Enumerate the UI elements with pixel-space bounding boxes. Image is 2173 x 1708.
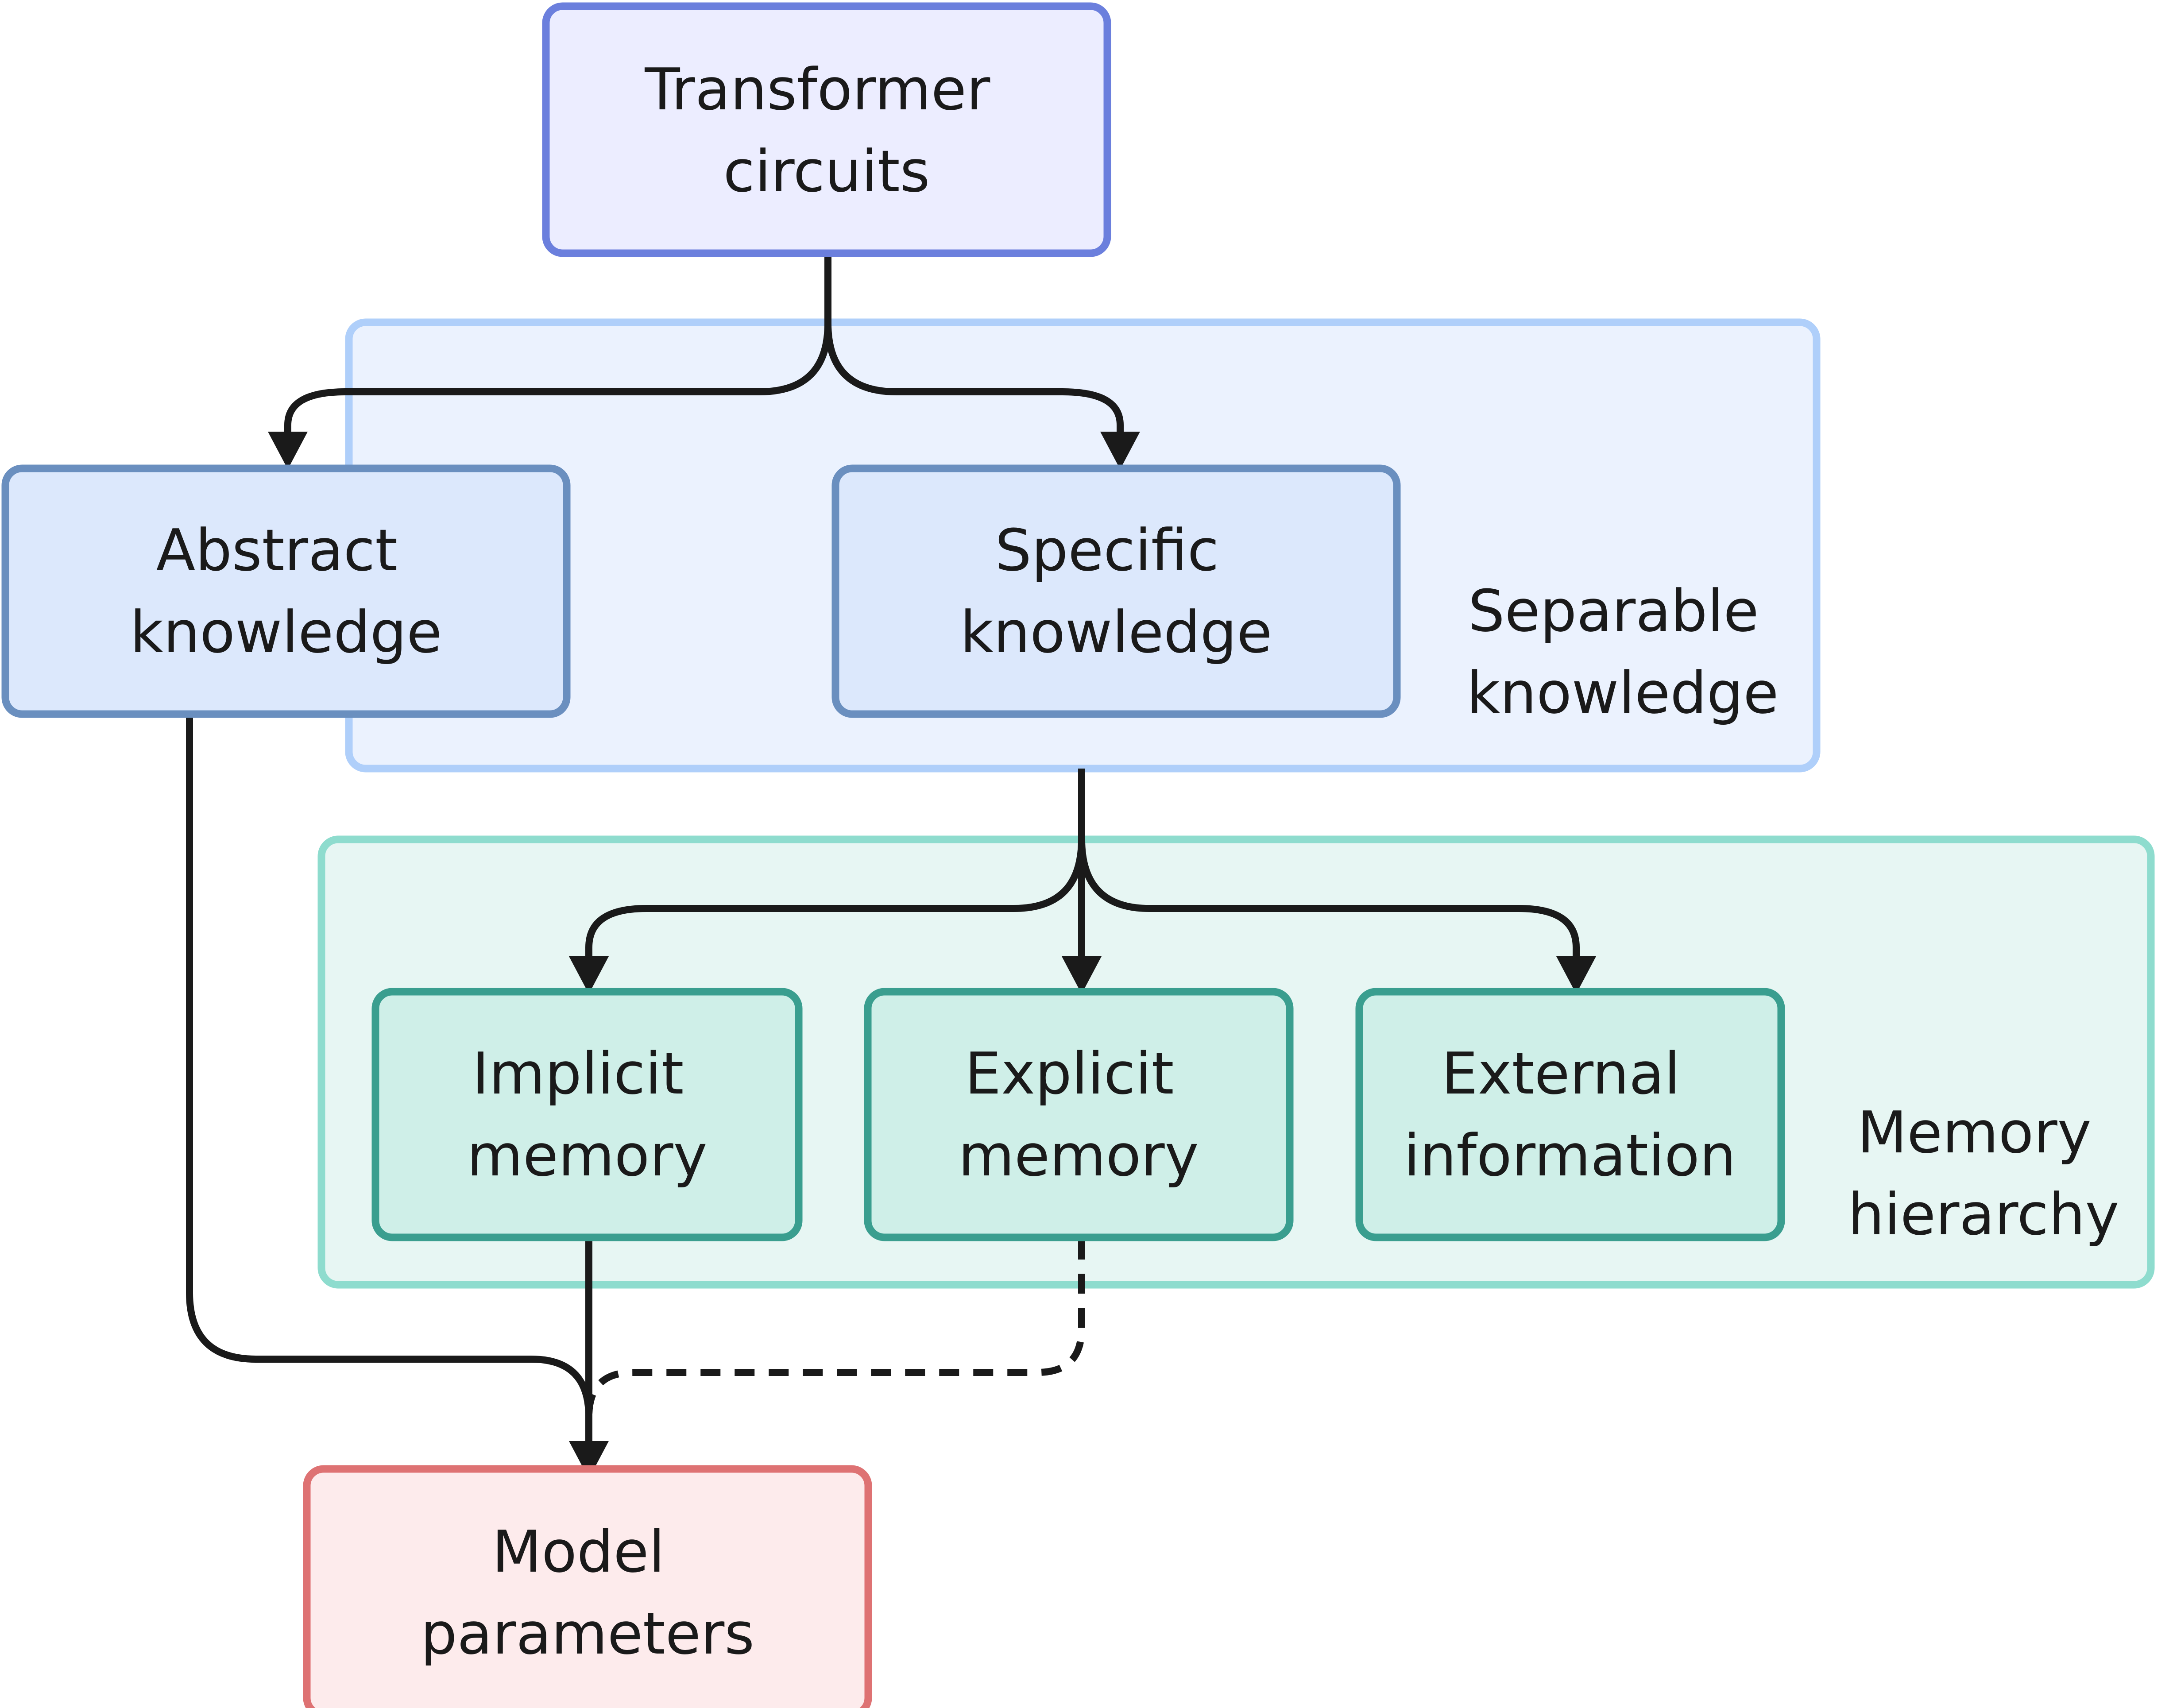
arrowhead-abstract — [268, 432, 308, 469]
implicit-memory-box — [371, 988, 803, 1241]
arrowhead-specific — [1100, 432, 1140, 469]
node-abstract-knowledge: Abstract knowledge — [1, 464, 571, 718]
node-external-information: External information — [1355, 988, 1785, 1241]
node-model-parameters: Model parameters — [303, 1465, 872, 1708]
arrowhead-external — [1556, 956, 1596, 994]
node-transformer-circuits: Transformer circuits — [542, 2, 1111, 257]
edges — [186, 253, 1596, 1479]
edge-abstract-to-parameters — [186, 714, 592, 1417]
explicit-memory-box — [864, 988, 1294, 1241]
arrowhead-parameters — [569, 1441, 609, 1479]
edge-transformer-to-specific — [824, 323, 1124, 436]
specific-knowledge-label: Specific knowledge — [960, 517, 1272, 666]
abstract-knowledge-label: Abstract knowledge — [130, 517, 442, 666]
separable-knowledge-label: Separable knowledge — [1467, 577, 1779, 726]
node-explicit-memory: Explicit memory — [864, 988, 1294, 1241]
node-specific-knowledge: Specific knowledge — [831, 464, 1401, 718]
arrowhead-implicit — [569, 956, 609, 994]
edge-separable-to-external — [1078, 839, 1580, 958]
specific-knowledge-box — [831, 464, 1401, 718]
memory-hierarchy-label: Memory hierarchy — [1848, 1099, 2119, 1248]
edge-explicit-to-parameters — [585, 1240, 1085, 1417]
edge-separable-to-implicit — [585, 769, 1085, 958]
model-parameters-label: Model parameters — [421, 1518, 754, 1667]
transformer-circuits-box — [542, 2, 1111, 257]
edge-transformer-to-abstract — [284, 253, 831, 436]
transformer-circuits-label: Transformer circuits — [644, 56, 1008, 205]
model-parameters-box — [303, 1465, 872, 1708]
arrowhead-explicit — [1062, 956, 1102, 994]
external-information-label: External information — [1404, 1040, 1736, 1189]
abstract-knowledge-box — [1, 464, 571, 718]
node-implicit-memory: Implicit memory — [371, 988, 803, 1241]
implicit-memory-label: Implicit memory — [467, 1040, 707, 1189]
explicit-memory-label: Explicit memory — [958, 1040, 1199, 1189]
external-information-box — [1355, 988, 1785, 1241]
